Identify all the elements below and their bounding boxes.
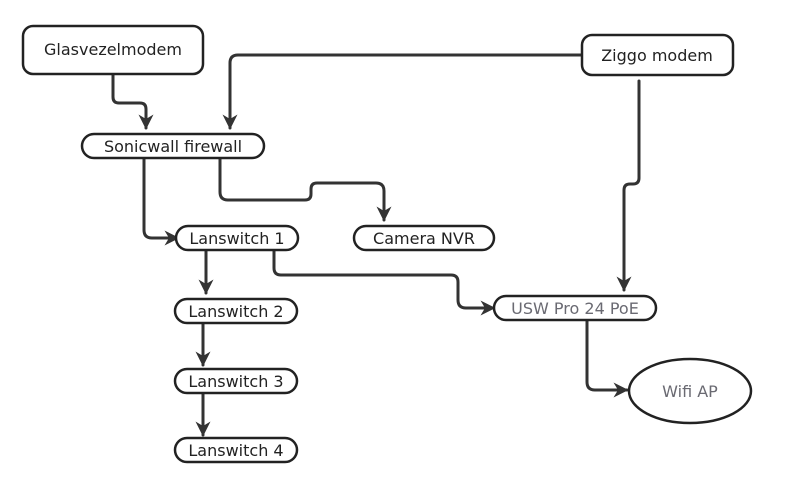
edges [111,53,641,437]
node-label: Lanswitch 1 [189,229,284,248]
node-ziggo-modem[interactable]: Ziggo modem [580,33,735,77]
node-label: Lanswitch 2 [188,302,283,321]
node-label: USW Pro 24 PoE [511,299,639,318]
node-label: Sonicwall firewall [104,137,242,156]
node-label: Lanswitch 4 [188,441,283,460]
node-label: Camera NVR [373,229,475,248]
node-lanswitch-1[interactable]: Lanswitch 1 [174,224,300,252]
edge-sonicwall-lanswitch1 [142,156,180,246]
edge-sonicwall-camera [218,156,392,222]
node-label: Ziggo modem [601,46,713,65]
node-sonicwall-firewall[interactable]: Sonicwall firewall [80,132,266,160]
edge-lanswitch1-usw [272,248,496,316]
node-camera-nvr[interactable]: Camera NVR [352,224,496,252]
edge-glasvezelmodem-sonicwall [111,73,154,130]
node-usw-pro-24-poe[interactable]: USW Pro 24 PoE [492,294,658,322]
node-wifi-ap[interactable]: Wifi AP [627,357,753,425]
edge-usw-wifi [585,318,629,398]
node-lanswitch-4[interactable]: Lanswitch 4 [173,436,299,464]
node-label: Wifi AP [662,382,718,401]
edge-ziggo-usw [616,79,641,292]
node-lanswitch-2[interactable]: Lanswitch 2 [173,297,299,325]
node-glasvezelmodem[interactable]: Glasvezelmodem [21,24,205,76]
node-label: Glasvezelmodem [44,40,182,59]
edge-ziggo-sonicwall [222,53,584,130]
node-label: Lanswitch 3 [188,372,283,391]
node-lanswitch-3[interactable]: Lanswitch 3 [173,367,299,395]
